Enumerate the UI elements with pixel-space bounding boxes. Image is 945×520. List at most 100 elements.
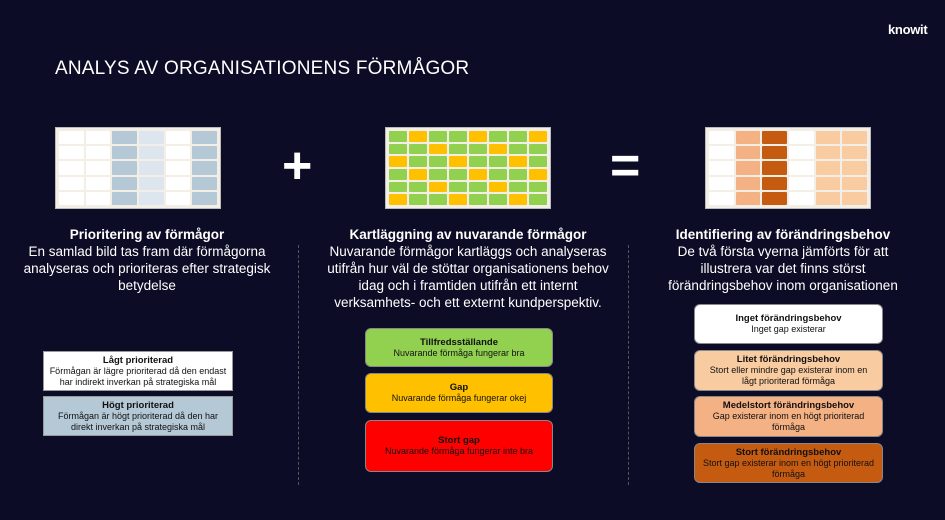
- thumbnail-cell: [815, 176, 841, 190]
- column-body: En samlad bild tas fram där förmågorna a…: [23, 244, 271, 293]
- thumbnail-cell: [529, 156, 547, 167]
- thumbnail-cell: [529, 181, 547, 193]
- thumbnail-cell: [192, 191, 217, 205]
- thumbnail-cell: [529, 168, 547, 180]
- thumbnail-cell: [389, 181, 407, 193]
- thumbnail-cell: [709, 131, 734, 145]
- thumbnail-cell: [709, 161, 734, 175]
- legend-title: Stort förändringsbehov: [735, 446, 842, 458]
- legend-title: Medelstort förändringsbehov: [722, 400, 855, 411]
- thumbnail-cell: [429, 156, 447, 167]
- thumbnail-cell: [165, 191, 191, 205]
- thumbnail-cell: [138, 161, 164, 175]
- thumbnail-cell: [735, 161, 761, 175]
- thumbnail-cell: [85, 191, 111, 205]
- divider: [298, 245, 299, 485]
- thumbnail-cell: [112, 146, 137, 160]
- thumbnail-cell: [709, 146, 734, 160]
- thumbnail-cell: [389, 156, 407, 167]
- thumbnail-cell: [489, 194, 507, 205]
- thumbnail-cell: [59, 131, 84, 145]
- thumbnail-cell: [192, 161, 217, 175]
- thumbnail-cell: [449, 194, 467, 205]
- thumbnail-cell: [138, 176, 164, 190]
- thumbnail-cell: [509, 156, 527, 167]
- thumbnail-cell: [389, 143, 407, 155]
- thumbnail-cell: [85, 161, 111, 175]
- thumbnail-cell: [449, 181, 467, 193]
- legend-text: Inget gap existerar: [751, 324, 826, 334]
- thumbnail-cell: [429, 181, 447, 193]
- legend-title: Lågt prioriterad: [102, 354, 174, 366]
- thumbnail-cell: [409, 181, 427, 193]
- thumbnail-cell: [59, 176, 84, 190]
- thumbnail-cell: [165, 176, 191, 190]
- thumbnail-cell: [389, 168, 407, 180]
- thumbnail-cell: [815, 146, 841, 160]
- legend-text: Gap existerar inom en högt prioriterad f…: [712, 411, 865, 432]
- thumbnail-cell: [429, 131, 447, 142]
- thumbnail-cell: [509, 131, 527, 142]
- thumbnail-cell: [489, 131, 507, 142]
- thumbnail-cell: [138, 191, 164, 205]
- legend-title: Inget förändringsbehov: [735, 313, 842, 324]
- thumbnail-cell: [429, 143, 447, 155]
- thumbnail-cell: [389, 194, 407, 205]
- page-title: ANALYS AV ORGANISATIONENS FÖRMÅGOR: [55, 58, 470, 79]
- thumbnail-cell: [138, 131, 164, 145]
- column-heading: Prioritering av förmågor: [69, 227, 225, 242]
- legend-title: Litet förändringsbehov: [736, 354, 841, 365]
- legend-text: Nuvarande förmåga fungerar bra: [393, 347, 525, 358]
- thumbnail-cell: [489, 143, 507, 155]
- thumbnail-cell: [449, 156, 467, 167]
- thumbnail-cell: [529, 194, 547, 205]
- thumbnail-cell: [842, 146, 867, 160]
- thumbnail-cell: [469, 143, 487, 155]
- plus-operator: +: [282, 137, 313, 195]
- thumbnail-cell: [788, 161, 814, 175]
- prioritization-column: Prioritering av förmågor En samlad bild …: [0, 226, 297, 294]
- column-body: Nuvarande förmågor kartläggs och analyse…: [327, 244, 609, 310]
- thumbnail-cell: [489, 168, 507, 180]
- thumbnail-cell: [409, 131, 427, 142]
- mapping-column: Kartläggning av nuvarande förmågor Nuvar…: [318, 226, 618, 311]
- thumbnail-cell: [762, 161, 787, 175]
- thumbnail-cell: [112, 131, 137, 145]
- thumbnail-cell: [788, 191, 814, 205]
- thumbnail-cell: [192, 176, 217, 190]
- thumbnail-cell: [842, 191, 867, 205]
- thumbnail-cell: [815, 191, 841, 205]
- thumbnail-cell: [192, 146, 217, 160]
- legend-text: Stort eller mindre gap existerar inom en…: [709, 365, 868, 386]
- thumbnail-cell: [709, 191, 734, 205]
- thumbnail-cell: [469, 156, 487, 167]
- thumbnail-cell: [409, 143, 427, 155]
- thumbnail-cell: [449, 143, 467, 155]
- thumbnail-cell: [509, 168, 527, 180]
- thumbnail-cell: [762, 176, 787, 190]
- prioritization-thumbnail: [55, 127, 221, 209]
- thumbnail-cell: [85, 131, 111, 145]
- thumbnail-cell: [735, 176, 761, 190]
- thumbnail-cell: [489, 181, 507, 193]
- thumbnail-cell: [165, 161, 191, 175]
- thumbnail-cell: [735, 146, 761, 160]
- legend-title: Stort gap: [438, 435, 480, 446]
- legend-text: Förmågan är lägre prioriterad då den end…: [49, 365, 227, 387]
- thumbnail-cell: [762, 146, 787, 160]
- change-needs-column: Identifiering av förändringsbehov De två…: [633, 226, 933, 294]
- column-heading: Identifiering av förändringsbehov: [675, 227, 891, 242]
- thumbnail-cell: [815, 161, 841, 175]
- knowit-logo: knowit: [888, 22, 928, 37]
- thumbnail-cell: [138, 146, 164, 160]
- thumbnail-cell: [762, 191, 787, 205]
- thumbnail-cell: [449, 131, 467, 142]
- thumbnail-cell: [842, 131, 867, 145]
- thumbnail-cell: [59, 161, 84, 175]
- thumbnail-cell: [509, 143, 527, 155]
- thumbnail-cell: [469, 168, 487, 180]
